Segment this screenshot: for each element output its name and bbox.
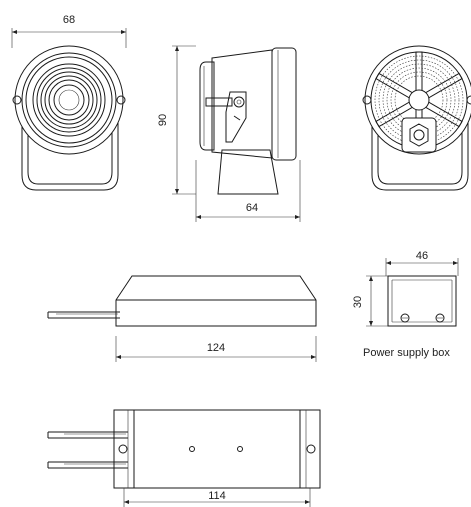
dim-base-inner-length: 114: [208, 490, 226, 502]
side-view: 90 64: [157, 45, 301, 222]
dim-supply-width: 46: [416, 250, 428, 262]
base-side-view: 124: [47, 275, 317, 362]
dim-front-width: 68: [63, 14, 75, 26]
dim-base-length: 124: [207, 342, 225, 354]
front-view: 68: [11, 14, 127, 191]
dim-side-depth: 64: [246, 202, 258, 214]
power-supply-box: 46 30 Power supply box: [352, 250, 459, 359]
rear-view: [362, 45, 471, 191]
base-top-view: 114: [47, 409, 321, 507]
dim-supply-height: 30: [352, 296, 364, 308]
dim-side-height: 90: [157, 114, 169, 126]
power-supply-caption: Power supply box: [363, 347, 450, 359]
